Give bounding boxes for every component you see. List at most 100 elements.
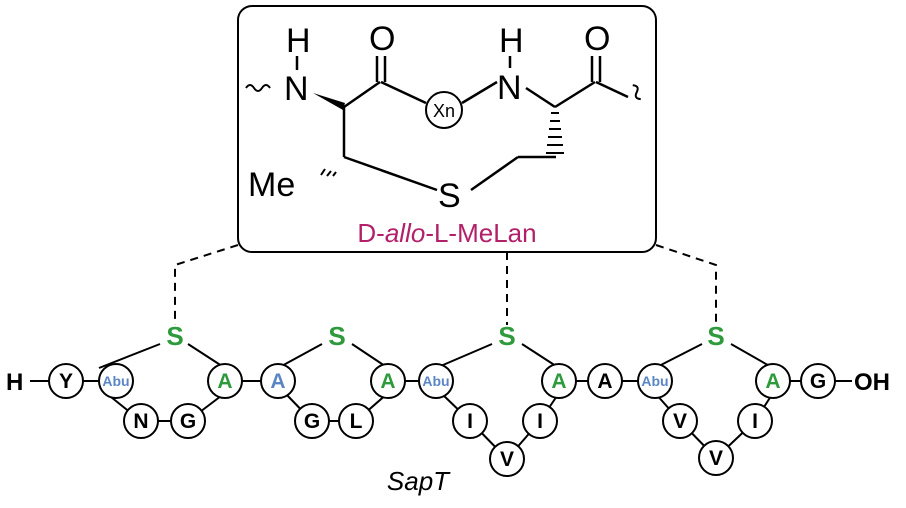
residue-circle	[170, 403, 206, 439]
residue-circle	[98, 363, 134, 399]
residue-label: A	[551, 370, 566, 393]
residue-label: N	[133, 410, 148, 433]
wedge-bond	[313, 93, 345, 110]
atom-me: Me	[248, 166, 295, 204]
wavy-bond-left	[245, 84, 271, 92]
residue-circle	[755, 363, 791, 399]
residue-label: G	[810, 370, 826, 393]
residue-label: Abu	[102, 373, 129, 389]
inset-label: D-allo-L-MeLan	[357, 218, 536, 248]
residue-circle	[370, 363, 406, 399]
residue-13: I	[522, 403, 558, 439]
bond-co-terminal	[595, 80, 629, 99]
residue-12: V	[489, 441, 525, 477]
residue-circle	[418, 363, 454, 399]
bond-ca-co-left	[343, 80, 381, 109]
residue-label: L	[350, 410, 363, 433]
bond-cb-s	[343, 155, 438, 192]
residue-4: G	[170, 403, 206, 439]
residue-5: A	[207, 363, 243, 399]
residue-16: Abu	[637, 363, 673, 399]
residue-10: Abu	[418, 363, 454, 399]
bond-co-xn	[380, 80, 427, 105]
residue-3: N	[123, 403, 159, 439]
dashed-connectors	[174, 244, 717, 325]
bond-xn-n	[461, 80, 498, 105]
bond-n-ca-right	[525, 86, 556, 109]
atom-h-left: H	[286, 22, 311, 60]
residue-label: I	[467, 410, 473, 433]
inset-structure: H N O Xn H N O	[237, 5, 657, 253]
residue-label: V	[673, 410, 687, 433]
residue-circle	[698, 440, 734, 476]
bond-ca-co-right	[554, 80, 596, 109]
wavy-bond-right	[632, 84, 641, 101]
residue-circle	[338, 403, 374, 439]
residue-6: A	[260, 363, 296, 399]
residue-label: G	[304, 410, 320, 433]
connector-3	[655, 244, 717, 325]
sulfur-2: S	[328, 321, 345, 351]
inset-frame	[237, 5, 657, 253]
residue-label: Abu	[641, 373, 668, 389]
xn-circle	[425, 91, 463, 129]
residue-label: G	[180, 410, 196, 433]
residue-15: A	[587, 363, 623, 399]
hashed-bond	[546, 112, 564, 154]
residue-label: I	[537, 410, 543, 433]
atom-s: S	[438, 177, 461, 215]
residue-circle	[207, 363, 243, 399]
residue-2: Abu	[98, 363, 134, 399]
residue-circle	[452, 403, 488, 439]
residue-label: V	[709, 447, 723, 470]
connector-1	[174, 244, 239, 325]
residue-label: A	[270, 370, 285, 393]
residue-17: V	[662, 403, 698, 439]
residue-circle	[48, 363, 84, 399]
atom-o-left: O	[369, 20, 395, 58]
residue-circle	[737, 403, 773, 439]
atom-o-right: O	[584, 20, 610, 58]
residue-14: A	[541, 363, 577, 399]
residue-circle	[522, 403, 558, 439]
residue-19: I	[737, 403, 773, 439]
residue-circle	[800, 363, 836, 399]
hashed-methyl	[320, 168, 337, 177]
c-terminus: OH	[854, 369, 890, 396]
residue-circle	[260, 363, 296, 399]
n-terminus: H	[6, 369, 23, 396]
sulfur-3: S	[498, 321, 515, 351]
residue-11: I	[452, 403, 488, 439]
atom-xn: Xn	[433, 101, 455, 121]
peptide-bonds	[30, 343, 852, 460]
residue-label: Abu	[422, 373, 449, 389]
atom-n-left: N	[284, 70, 309, 108]
sulfur-4: S	[707, 321, 724, 351]
residue-label: A	[765, 370, 780, 393]
residue-18: V	[698, 440, 734, 476]
residue-20: A	[755, 363, 791, 399]
residue-label: A	[380, 370, 395, 393]
sulfur-atoms: S S S S	[166, 321, 724, 351]
residue-label: V	[500, 448, 514, 471]
bond-s-ch2	[470, 155, 519, 192]
residue-circle	[637, 363, 673, 399]
residue-7: G	[294, 403, 330, 439]
residue-label: I	[752, 410, 758, 433]
atom-h-right: H	[499, 22, 524, 60]
residue-circle	[489, 441, 525, 477]
residue-circle	[662, 403, 698, 439]
residue-8: L	[338, 403, 374, 439]
residue-21: G	[800, 363, 836, 399]
residue-9: A	[370, 363, 406, 399]
atom-n-right: N	[497, 69, 522, 107]
peptide-name: SapT	[387, 466, 451, 496]
residue-1: Y	[48, 363, 84, 399]
residue-circle	[587, 363, 623, 399]
residue-label: Y	[59, 370, 73, 393]
residue-circle	[294, 403, 330, 439]
residue-circle	[123, 403, 159, 439]
